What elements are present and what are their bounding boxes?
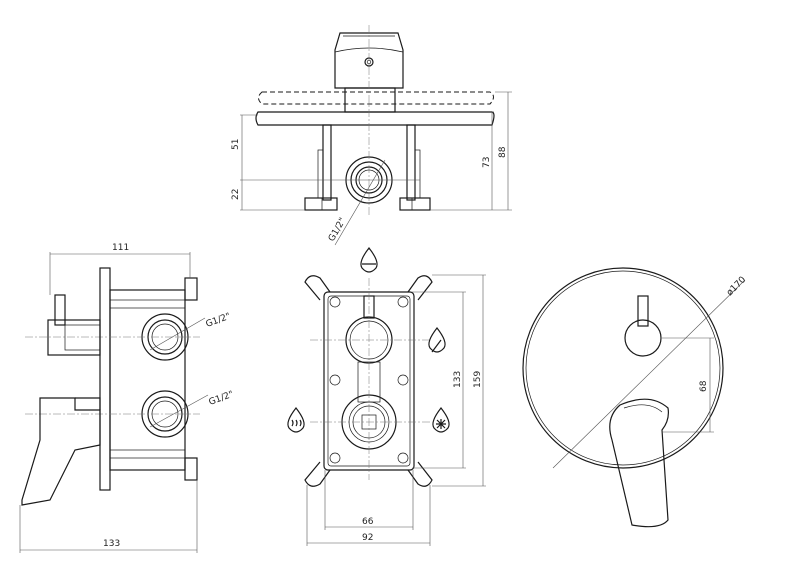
shower-head-icon [360, 247, 378, 273]
plate-view: 68 ø170 [522, 267, 748, 528]
thread-lower-label: G1/2" [208, 390, 235, 408]
cold-water-icon [432, 407, 450, 433]
top-view: 51 22 73 88 G1/2" [231, 25, 512, 246]
dim-159: 159 [473, 371, 483, 388]
dim-88: 88 [498, 146, 508, 158]
front-view: 133 159 66 92 [287, 247, 486, 546]
side-view: G1/2" G1/2" 111 133 [19, 243, 235, 553]
dim-92: 92 [362, 533, 373, 543]
dim-111: 111 [112, 243, 129, 253]
dim-133-side: 133 [103, 539, 120, 549]
thread-upper-label: G1/2" [205, 312, 232, 330]
dim-22: 22 [231, 189, 241, 200]
dim-133-front: 133 [453, 371, 463, 388]
dim-73: 73 [482, 157, 492, 168]
dim-66: 66 [362, 517, 374, 527]
diameter-label: ø170 [725, 275, 748, 298]
hand-shower-icon [428, 327, 446, 353]
dim-68: 68 [699, 380, 709, 392]
dim-51: 51 [231, 139, 241, 150]
hot-water-icon [287, 407, 305, 433]
thread-label: G1/2" [327, 216, 348, 243]
